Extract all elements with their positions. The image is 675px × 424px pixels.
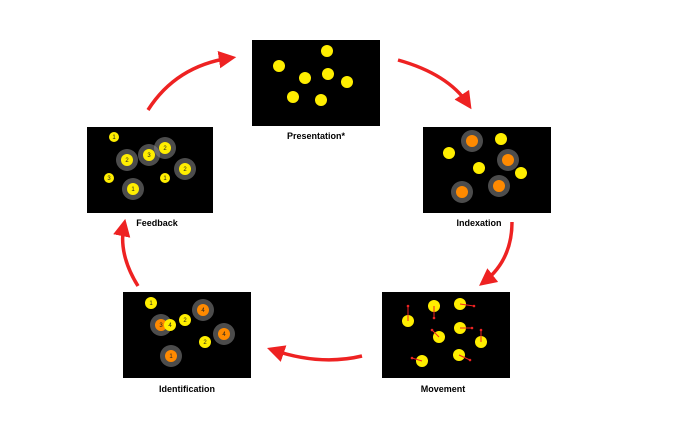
panel-indexation <box>423 127 551 213</box>
panel-feedback: 2 3 2 2 1 1 3 1 <box>87 127 213 213</box>
dot-orange <box>456 186 468 198</box>
arrow-presentation-to-indexation <box>397 58 472 110</box>
motion-vector-tip <box>479 328 483 332</box>
dot-digit: 3 <box>159 323 163 329</box>
dot-orange <box>502 154 514 166</box>
label-identification: Identification <box>159 384 215 394</box>
motion-vector <box>458 354 471 361</box>
motion-vector <box>459 303 475 307</box>
dot-orange <box>165 350 177 362</box>
dot-digit: 4 <box>168 323 172 329</box>
dot-digit: 4 <box>222 332 226 338</box>
motion-vector-tip <box>410 356 414 360</box>
dot-digit: 1 <box>131 187 135 193</box>
dot-yellow <box>104 173 114 183</box>
arrow-indexation-to-movement <box>479 221 514 286</box>
dot-yellow <box>315 94 327 106</box>
dot-yellow <box>127 183 139 195</box>
dot-yellow <box>321 45 333 57</box>
dot-digit: 2 <box>125 158 129 164</box>
panel-presentation <box>252 40 380 126</box>
label-presentation: Presentation* <box>286 131 346 141</box>
label-movement: Movement <box>420 384 466 394</box>
dot-yellow <box>164 319 176 331</box>
motion-vector <box>411 357 423 362</box>
dot-yellow <box>160 173 170 183</box>
dot-orange <box>155 319 167 331</box>
dot-digit: 3 <box>147 153 151 159</box>
label-feedback: Feedback <box>136 218 178 228</box>
arrow-identification-to-feedback <box>113 218 140 287</box>
dot-yellow <box>515 167 527 179</box>
motion-vector-tip <box>470 326 474 330</box>
dot-digit: 1 <box>149 301 153 307</box>
dot-yellow <box>145 297 157 309</box>
dot-yellow <box>199 336 211 348</box>
dot-yellow <box>495 133 507 145</box>
dot-yellow <box>179 314 191 326</box>
motion-vector <box>431 329 440 338</box>
dot-digit: 2 <box>203 340 207 346</box>
dot-yellow <box>143 149 155 161</box>
dot-digit: 1 <box>112 135 116 141</box>
dot-yellow <box>159 142 171 154</box>
dot-yellow <box>287 91 299 103</box>
label-indexation: Indexation <box>456 218 502 228</box>
dot-yellow <box>299 72 311 84</box>
dot-digit: 4 <box>201 308 205 314</box>
arrow-movement-to-identification <box>267 345 363 362</box>
motion-vector-tip <box>406 304 410 308</box>
dot-yellow <box>273 60 285 72</box>
dot-orange <box>197 304 209 316</box>
arrow-feedback-to-presentation <box>146 50 237 111</box>
dot-yellow <box>341 76 353 88</box>
dot-digit: 2 <box>163 146 167 152</box>
dot-digit: 2 <box>183 318 187 324</box>
dot-digit: 1 <box>163 176 167 182</box>
movement-dots <box>402 298 487 367</box>
dot-yellow <box>473 162 485 174</box>
dot-orange <box>466 135 478 147</box>
dot-digit: 1 <box>169 354 173 360</box>
dot-orange <box>218 328 230 340</box>
dot-yellow <box>109 132 119 142</box>
dot-yellow <box>121 154 133 166</box>
motion-vector-tip <box>472 304 476 308</box>
presentation-dots <box>273 45 353 106</box>
feedback-dots: 2 3 2 2 1 1 3 1 <box>104 132 196 200</box>
motion-vector-tip <box>430 328 434 332</box>
panel-movement <box>382 292 510 378</box>
dot-yellow <box>443 147 455 159</box>
dot-digit: 2 <box>183 167 187 173</box>
dot-yellow <box>322 68 334 80</box>
dot-digit: 3 <box>107 176 111 182</box>
motion-vector-tip <box>468 358 472 362</box>
dot-orange <box>493 180 505 192</box>
indexation-dots <box>443 130 527 203</box>
motion-vector-tip <box>432 316 436 320</box>
dot-yellow <box>179 163 191 175</box>
